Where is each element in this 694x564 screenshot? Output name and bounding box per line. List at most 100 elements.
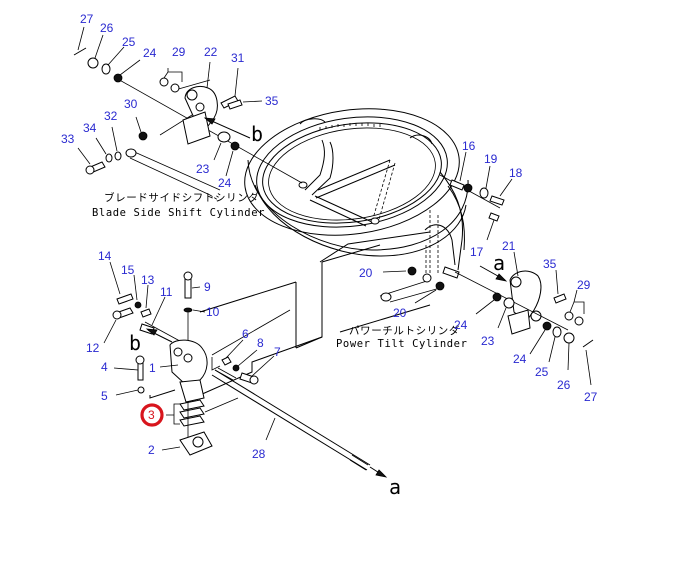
part-label-35[interactable]: 35 xyxy=(265,94,279,108)
part-label-18[interactable]: 18 xyxy=(509,166,523,180)
leader-26-r xyxy=(567,342,570,371)
bracket-outline-vertical xyxy=(295,262,323,349)
part-label-28[interactable]: 28 xyxy=(252,447,266,461)
part-label-23[interactable]: 23 xyxy=(196,162,210,176)
side-shift-cylinder-bottom-line xyxy=(129,157,211,196)
part-label-27[interactable]: 27 xyxy=(80,12,94,26)
part-label-10[interactable]: 10 xyxy=(206,305,220,319)
bracket-to-frame-line xyxy=(211,309,291,356)
bolt-7-head xyxy=(249,375,259,385)
nut-26-r xyxy=(563,332,575,344)
nut-29b xyxy=(170,83,180,93)
frame-assembly xyxy=(244,108,469,279)
part-label-14[interactable]: 14 xyxy=(98,249,112,263)
leader-13 xyxy=(145,284,149,309)
part-label-24-b[interactable]: 24 xyxy=(218,176,232,190)
part-label-24-r1[interactable]: 24 xyxy=(454,318,468,332)
caption-blade-side-shift-en: Blade Side Shift Cylinder xyxy=(92,207,265,219)
side-shift-cylinder-top-line xyxy=(129,149,221,191)
part-label-21[interactable]: 21 xyxy=(502,239,516,253)
frame-outer-lower2 xyxy=(254,184,467,257)
grease-fitting-6 xyxy=(221,356,232,366)
nut-16 xyxy=(463,183,473,193)
part-label-7[interactable]: 7 xyxy=(274,345,281,359)
leader-26 xyxy=(94,34,104,59)
cotter-pin-27 xyxy=(73,47,87,56)
leader-20b xyxy=(414,289,437,304)
part-label-4[interactable]: 4 xyxy=(101,360,108,374)
bracket-outline-top xyxy=(199,281,297,313)
part-label-26[interactable]: 26 xyxy=(100,21,114,35)
part-label-22[interactable]: 22 xyxy=(204,45,218,59)
frame-tab-right xyxy=(409,134,433,145)
part-label-13[interactable]: 13 xyxy=(141,273,155,287)
part-label-2[interactable]: 2 xyxy=(148,443,155,457)
seal-24-r2 xyxy=(542,321,552,331)
part-label-9[interactable]: 9 xyxy=(204,280,211,294)
part-label-1[interactable]: 1 xyxy=(149,361,156,375)
rod-28-thread-left xyxy=(214,367,237,381)
bracket-21-boss xyxy=(510,276,522,288)
part-label-33[interactable]: 33 xyxy=(61,132,75,146)
highlight-circle-part-3[interactable] xyxy=(140,403,164,427)
leader-23-tl xyxy=(213,142,222,161)
arrow-a-bottom-head xyxy=(375,469,388,478)
part-label-29-r[interactable]: 29 xyxy=(577,278,591,292)
nut-29r-a xyxy=(564,311,574,321)
leader-6 xyxy=(225,339,244,359)
part-label-24[interactable]: 24 xyxy=(143,46,157,60)
nut-29r-b xyxy=(574,316,584,326)
washer-8 xyxy=(232,364,240,372)
drawbar-pin-2 xyxy=(370,217,380,225)
part-label-35-r[interactable]: 35 xyxy=(543,257,557,271)
part-label-24-r2[interactable]: 24 xyxy=(513,352,527,366)
drawbar-bottom xyxy=(314,195,373,223)
leader-21 xyxy=(513,251,519,277)
part-label-16[interactable]: 16 xyxy=(462,139,476,153)
part-label-32[interactable]: 32 xyxy=(104,109,118,123)
part-label-19[interactable]: 19 xyxy=(484,152,498,166)
rod-28-thread-right xyxy=(349,454,369,471)
part-label-31[interactable]: 31 xyxy=(231,51,245,65)
leader-3-bracket xyxy=(166,403,180,425)
part-label-15[interactable]: 15 xyxy=(121,263,135,277)
leader-25-r xyxy=(548,336,556,363)
part-label-20-b[interactable]: 20 xyxy=(393,306,407,320)
part-label-11[interactable]: 11 xyxy=(160,285,173,299)
part-labels: 27 26 25 24 29 22 31 35 30 32 34 33 23 2… xyxy=(61,12,598,461)
part-label-20-a[interactable]: 20 xyxy=(359,266,373,280)
part-label-34[interactable]: 34 xyxy=(83,121,97,135)
leader-2 xyxy=(161,446,181,451)
part-label-5[interactable]: 5 xyxy=(101,389,108,403)
leader-9 xyxy=(191,286,201,289)
part-label-17[interactable]: 17 xyxy=(470,245,484,259)
nipple-17 xyxy=(488,212,500,222)
washer-25 xyxy=(101,63,111,75)
leader-29-tl xyxy=(174,79,211,91)
ref-letter-b-upper: b xyxy=(251,122,263,146)
drawbar-brace2 xyxy=(377,162,396,224)
washer-19 xyxy=(479,187,489,199)
part-label-6[interactable]: 6 xyxy=(242,327,249,341)
leader-17 xyxy=(486,219,495,241)
part-label-12[interactable]: 12 xyxy=(86,341,100,355)
part-label-23-r[interactable]: 23 xyxy=(481,334,495,348)
washer-34 xyxy=(105,153,113,163)
part-label-8[interactable]: 8 xyxy=(257,336,264,350)
part-label-30[interactable]: 30 xyxy=(124,97,138,111)
part-label-25[interactable]: 25 xyxy=(122,35,136,49)
part-label-27-r[interactable]: 27 xyxy=(584,390,598,404)
part-label-25-r[interactable]: 25 xyxy=(535,365,549,379)
bracket-lower-line xyxy=(149,389,176,399)
drawbar-brace xyxy=(371,159,391,223)
part-label-3[interactable]: 3 xyxy=(148,408,155,422)
leader-27-r xyxy=(585,349,592,386)
tilt-cylinder-eye xyxy=(380,292,392,302)
part-label-26-r[interactable]: 26 xyxy=(557,378,571,392)
leader-7 xyxy=(251,355,275,377)
tilt-pin-boss xyxy=(422,273,432,283)
part-label-29[interactable]: 29 xyxy=(172,45,186,59)
tilt-cylinder-line-1 xyxy=(339,304,431,333)
